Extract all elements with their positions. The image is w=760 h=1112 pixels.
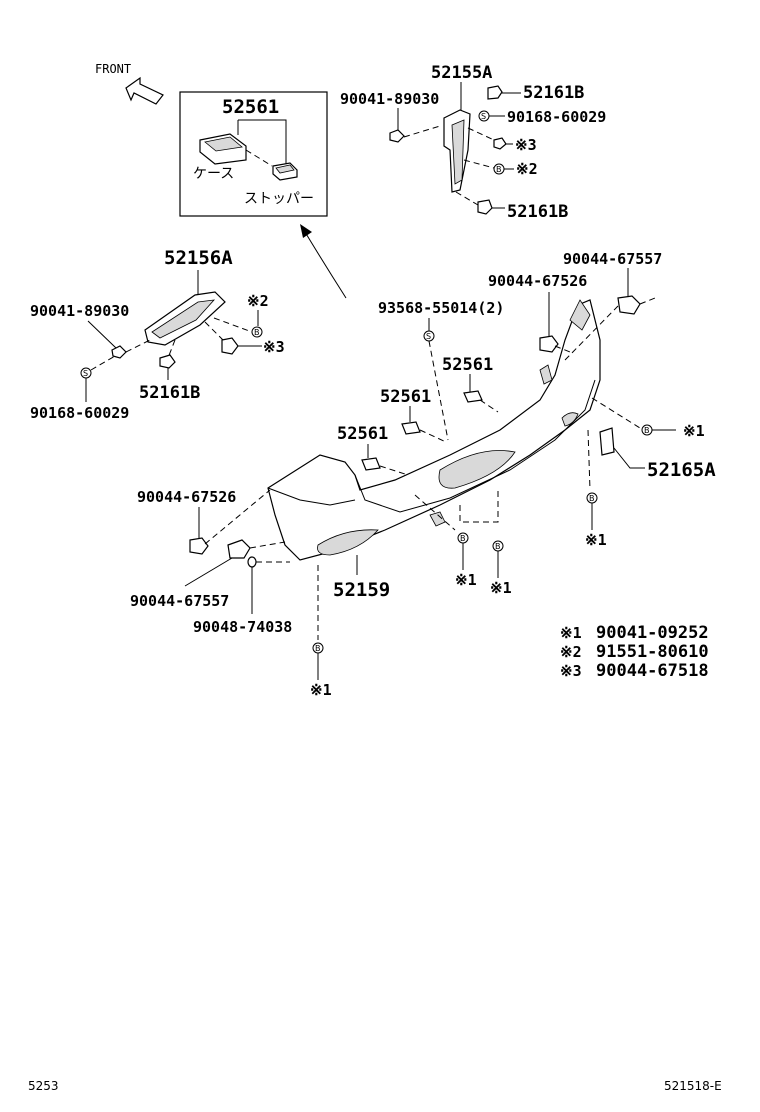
svg-text:B: B bbox=[460, 534, 466, 543]
reflector-left-icon bbox=[317, 529, 379, 556]
front-label: FRONT bbox=[95, 62, 131, 76]
label-90168-60029-top: 90168-60029 bbox=[507, 108, 606, 126]
stopper-52561-b-icon bbox=[401, 421, 421, 435]
legend-part-3: 90044-67518 bbox=[596, 661, 709, 681]
mark2-top: ※2 bbox=[516, 160, 538, 178]
legend-part-2: 91551-80610 bbox=[596, 642, 709, 662]
svg-text:S: S bbox=[83, 369, 88, 378]
mark2-left: ※2 bbox=[247, 292, 269, 310]
svg-text:S: S bbox=[426, 332, 431, 341]
license-recess-icon bbox=[438, 450, 516, 489]
mark1-mid-b: ※1 bbox=[490, 579, 512, 597]
label-90041-89030-left: 90041-89030 bbox=[30, 302, 129, 320]
clip-52161B-bottom-icon bbox=[477, 199, 493, 215]
reflector-52165A-icon bbox=[599, 427, 615, 456]
legend-mark-3: ※3 bbox=[560, 662, 582, 680]
mark1-bottom: ※1 bbox=[310, 681, 332, 699]
label-52161B-left: 52161B bbox=[139, 383, 200, 403]
mark3-left: ※3 bbox=[263, 338, 285, 356]
left-bottom-fasteners: 90044-67526 90044-67557 90048-74038 B ※1 bbox=[130, 488, 332, 699]
page-code: 5253 bbox=[28, 1079, 59, 1093]
bumper-cover-52159: 52159 bbox=[267, 299, 601, 601]
svg-text:B: B bbox=[315, 644, 321, 653]
label-90041-89030-top: 90041-89030 bbox=[340, 90, 439, 108]
clip-52161B-left-icon bbox=[159, 354, 176, 369]
case-part-icon bbox=[199, 133, 247, 165]
screw-90044-67526-left-icon bbox=[189, 537, 209, 555]
stopper-52561-c-icon bbox=[361, 457, 381, 471]
label-90044-67526-left: 90044-67526 bbox=[137, 488, 236, 506]
figure-code: 521518-E bbox=[664, 1079, 722, 1093]
label-52161B-bottom: 52161B bbox=[507, 202, 568, 222]
label-52156A: 52156A bbox=[164, 247, 233, 269]
label-52561-b: 52561 bbox=[380, 387, 431, 407]
mark1-mid-a: ※1 bbox=[455, 571, 477, 589]
label-90044-67557-left: 90044-67557 bbox=[130, 592, 229, 610]
case-label: ケース bbox=[193, 166, 234, 182]
svg-text:B: B bbox=[495, 542, 501, 551]
label-93568-55014: 93568-55014(2) bbox=[378, 299, 504, 317]
reflector-right-icon bbox=[561, 412, 579, 427]
bottom-mid-bolts: B ※1 B ※1 bbox=[414, 490, 512, 597]
legend-mark-1: ※1 bbox=[560, 624, 582, 642]
mark1-right: ※1 bbox=[683, 422, 705, 440]
inset-box-52561: 52561 ケース ストッパー bbox=[179, 91, 328, 217]
mark1-right-low: ※1 bbox=[585, 531, 607, 549]
label-52159: 52159 bbox=[333, 579, 390, 601]
clip-90044-67557-right-icon bbox=[617, 295, 641, 315]
screw-mark3-top-icon bbox=[493, 137, 507, 150]
inset-pointer-arrow bbox=[300, 224, 347, 299]
legend: ※1 90041-09252 ※2 91551-80610 ※3 90044-6… bbox=[560, 623, 709, 681]
retainer-52155A-assembly: 52155A 52161B 90041-89030 S 90168-60029 … bbox=[340, 63, 606, 222]
label-90048-74038: 90048-74038 bbox=[193, 618, 292, 636]
label-90168-60029-left: 90168-60029 bbox=[30, 404, 129, 422]
front-arrow-icon bbox=[125, 76, 164, 105]
label-90044-67557-right: 90044-67557 bbox=[563, 250, 662, 268]
mark3-top: ※3 bbox=[515, 136, 537, 154]
svg-text:B: B bbox=[254, 328, 260, 337]
svg-text:B: B bbox=[496, 165, 502, 174]
rivet-90041-left-icon bbox=[111, 345, 127, 359]
label-52161B-top: 52161B bbox=[523, 83, 584, 103]
legend-mark-2: ※2 bbox=[560, 643, 582, 661]
inset-part-number: 52561 bbox=[222, 96, 279, 118]
right-fasteners: 90044-67557 90044-67526 93568-55014(2) S… bbox=[337, 250, 716, 549]
label-90044-67526-right: 90044-67526 bbox=[488, 272, 587, 290]
stopper-52561-a-icon bbox=[463, 390, 483, 403]
pin-90048-74038-icon bbox=[247, 556, 257, 568]
rivet-90041-top-icon bbox=[389, 129, 405, 143]
svg-text:S: S bbox=[481, 112, 486, 121]
screw-mark3-left-icon bbox=[221, 337, 239, 355]
screw-90044-67526-right-icon bbox=[539, 335, 559, 353]
stopper-label: ストッパー bbox=[244, 191, 314, 207]
clip-52161B-top-icon bbox=[487, 85, 503, 100]
retainer-52156A-assembly: 52156A 90041-89030 ※2 B ※3 52161B S 9016… bbox=[30, 247, 285, 422]
label-52561-c: 52561 bbox=[337, 424, 388, 444]
front-direction-indicator: FRONT bbox=[95, 62, 164, 105]
svg-text:B: B bbox=[644, 426, 650, 435]
label-52165A: 52165A bbox=[647, 459, 716, 481]
clip-90044-67557-left-icon bbox=[227, 539, 251, 559]
stopper-part-icon bbox=[272, 162, 298, 181]
svg-text:B: B bbox=[589, 494, 595, 503]
legend-part-1: 90041-09252 bbox=[596, 623, 709, 643]
label-52155A: 52155A bbox=[431, 63, 492, 83]
label-52561-a: 52561 bbox=[442, 355, 493, 375]
